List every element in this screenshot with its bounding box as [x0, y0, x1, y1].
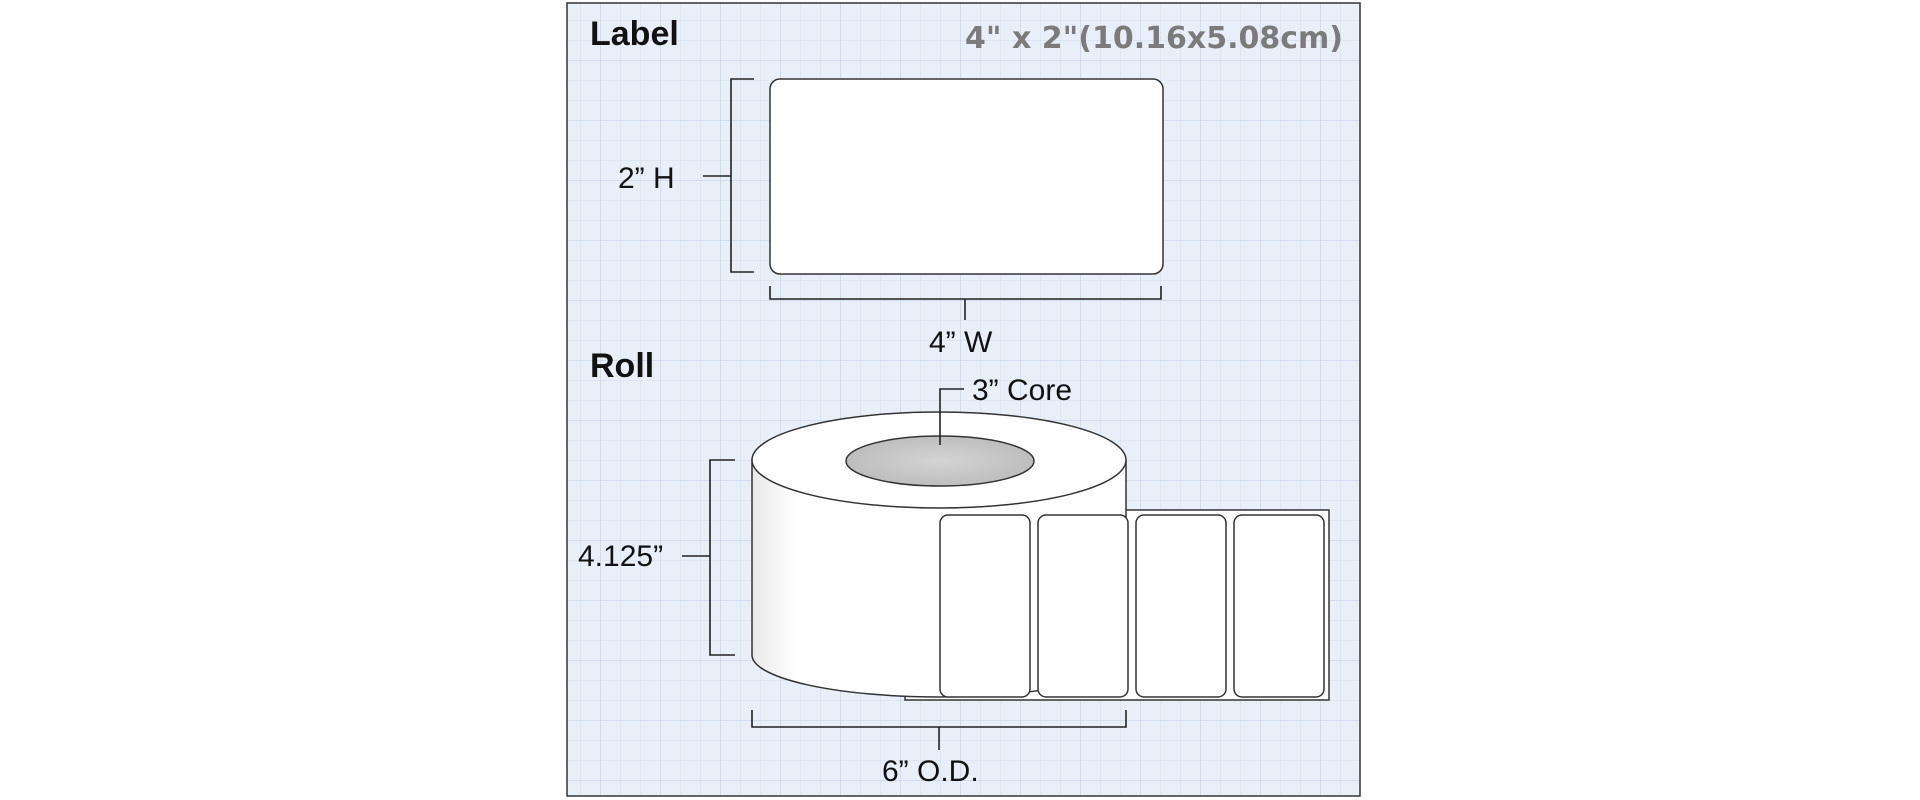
- label-roll: [751, 411, 1127, 698]
- label-width-dimension: 4” W: [929, 326, 993, 359]
- label-height-dimension: 2” H: [618, 162, 675, 195]
- strip-label: [939, 514, 1031, 698]
- roll-height-bracket: [709, 459, 735, 656]
- core-dimension: 3” Core: [972, 374, 1072, 407]
- label-shape: [769, 78, 1164, 275]
- outer-diameter-dimension: 6” O.D.: [882, 755, 979, 788]
- roll-height-dimension: 4.125”: [578, 540, 663, 573]
- strip-labels: [939, 514, 1325, 698]
- strip-label: [1233, 514, 1325, 698]
- label-size-spec: 4" x 2"(10.16x5.08cm): [965, 21, 1343, 56]
- roll-heading: Roll: [590, 347, 654, 385]
- strip-label: [1037, 514, 1129, 698]
- label-heading: Label: [590, 15, 679, 53]
- strip-label: [1135, 514, 1227, 698]
- core-leader-line: [939, 388, 964, 445]
